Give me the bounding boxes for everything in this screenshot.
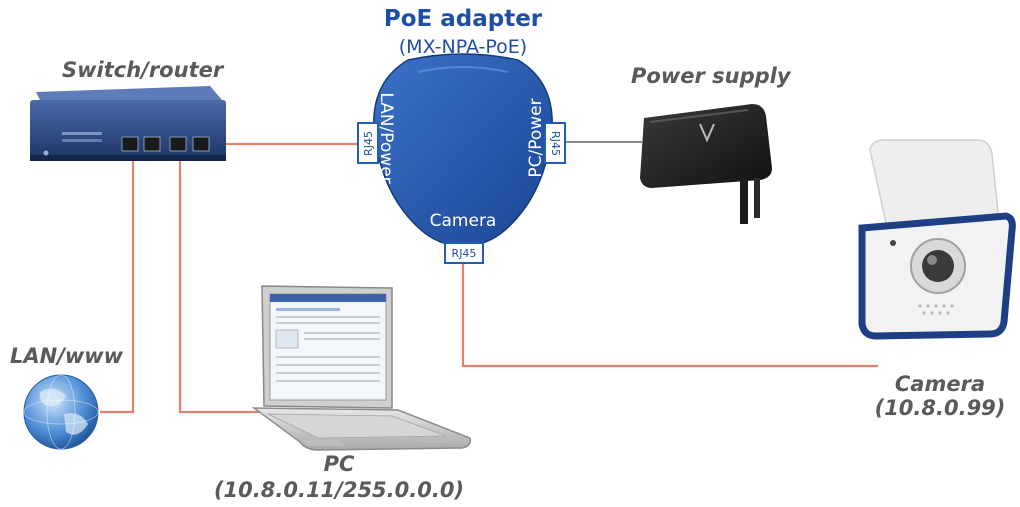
rj45-jack-left-label: RJ45	[361, 130, 375, 156]
diagram-title: PoE adapter	[383, 6, 543, 32]
adapter-port-bottom-label: Camera	[429, 211, 497, 231]
switch-router-label: Switch/router	[62, 58, 224, 82]
pc-label: PC	[323, 452, 355, 476]
rj45-jack-bottom: RJ45	[444, 242, 484, 264]
camera-device	[858, 139, 1016, 340]
adapter-port-right-label: PC/Power	[526, 98, 546, 178]
lan-www-label: LAN/www	[10, 344, 124, 368]
power-supply-device	[640, 104, 772, 224]
camera-label: Camera	[894, 372, 986, 396]
rj45-jack-right-label: RJ45	[548, 130, 562, 156]
cables	[100, 142, 878, 414]
globe-icon	[23, 374, 99, 450]
rj45-jack-right: RJ45	[544, 122, 566, 164]
camera-address-label: (10.8.0.99)	[874, 396, 1006, 420]
laptop-device	[251, 285, 472, 451]
rj45-jack-bottom-label: RJ45	[451, 246, 477, 260]
adapter-port-left-label: LAN/Power	[376, 92, 396, 184]
diagram-subtitle: (MX-NPA-PoE)	[398, 36, 528, 58]
rj45-jack-left: RJ45	[357, 122, 379, 164]
pc-address-label: (10.8.0.11/255.0.0.0)	[213, 478, 465, 502]
cable-switch-to-pc	[178, 150, 268, 414]
switch-router-device	[30, 86, 226, 161]
power-supply-label: Power supply	[631, 64, 791, 88]
cable-switch-to-lan	[100, 150, 135, 414]
cable-adapter-to-camera	[461, 262, 878, 368]
